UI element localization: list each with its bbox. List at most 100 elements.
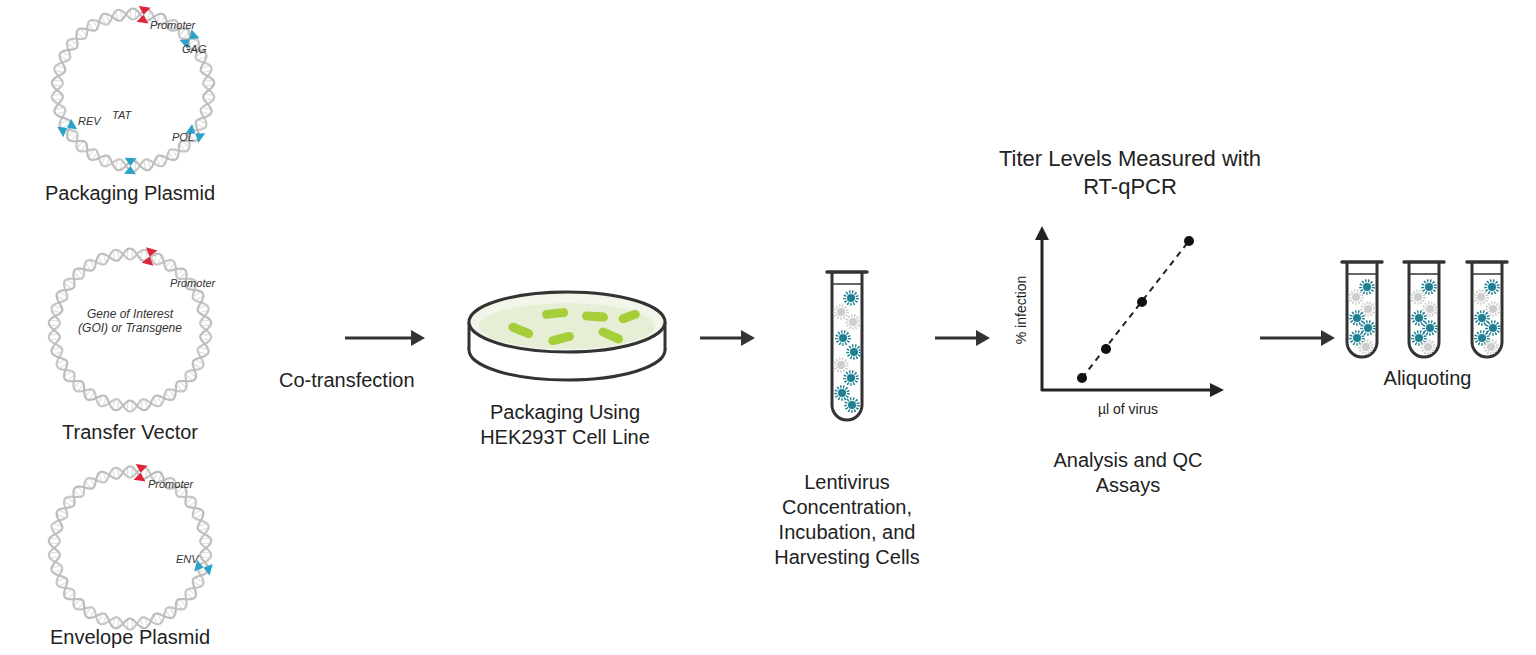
gene-label: ENV [176, 553, 199, 566]
virus-core [1364, 324, 1372, 332]
step-label: Analysis and QC Assays [1053, 448, 1203, 498]
virus-spikes [1424, 322, 1437, 335]
arrow-shaft [935, 337, 978, 340]
gene-marker [57, 119, 77, 137]
tube-rim [1404, 260, 1444, 264]
x-axis [1041, 389, 1212, 392]
virus-core [1426, 324, 1434, 332]
transgene-label: Gene of Interest (GOI) or Transgene [78, 307, 182, 336]
plasmid-helices [49, 6, 214, 630]
virus-particle [836, 387, 849, 400]
liquid-level [1348, 273, 1376, 275]
flow-arrow [345, 330, 425, 346]
virus-particle [835, 359, 848, 372]
step-node: Titer Levels Measured with RT-qPCR% infe… [990, 142, 1260, 492]
virus-core [849, 318, 857, 326]
virus-core [1362, 343, 1370, 351]
axis-arrowhead [1210, 383, 1224, 397]
data-point [1101, 344, 1111, 354]
virus-core [1414, 293, 1422, 301]
virus-spikes [847, 316, 860, 329]
virus-spikes [1361, 281, 1374, 294]
plasmid-name: Envelope Plasmid [30, 625, 230, 650]
step-label: Packaging Using HEK293T Cell Line [470, 400, 660, 450]
cell [547, 331, 574, 346]
virus-spikes [848, 346, 861, 359]
marker-shape [57, 119, 77, 137]
tube-body [1409, 262, 1439, 357]
marker-shape [137, 6, 151, 24]
tube-body [832, 272, 862, 420]
virus-particle [1424, 322, 1437, 335]
axis-arrowhead [1035, 226, 1049, 240]
test-tube [1467, 262, 1507, 357]
virus-particle [1351, 312, 1364, 325]
gene-label: REV [78, 115, 101, 128]
dna-strand [49, 467, 211, 629]
dna-helix [49, 467, 211, 630]
liquid-level [833, 283, 861, 285]
data-point [1184, 236, 1194, 246]
cell [617, 308, 641, 324]
plasmid-name: Packaging Plasmid [30, 181, 230, 206]
virus-core [1353, 334, 1361, 342]
test-tubes [827, 262, 1507, 420]
dish-medium [479, 303, 655, 349]
virus-particle [1422, 341, 1435, 354]
dish-rim [469, 292, 665, 352]
virus-particle [1360, 341, 1373, 354]
test-tube [1342, 262, 1382, 357]
arrow-shaft [1260, 337, 1323, 340]
virus-core [837, 308, 845, 316]
step-node: Lentivirus Concentration, Incubation, an… [755, 262, 935, 582]
virus-particle [845, 372, 858, 385]
virus-spikes [846, 399, 859, 412]
virus-core [1363, 283, 1371, 291]
virus-spikes [845, 292, 858, 305]
step-node: Aliquoting [1335, 255, 1520, 395]
virus-particle [1486, 281, 1499, 294]
dna-strand [49, 249, 211, 411]
arrow-shaft [345, 337, 413, 340]
trend-line [1082, 241, 1189, 378]
cell [582, 311, 609, 322]
test-tube [1404, 262, 1444, 357]
virus-spikes [1485, 341, 1498, 354]
step-label: Lentivirus Concentration, Incubation, an… [760, 470, 934, 570]
axis-label: µl of virus [1098, 401, 1158, 419]
marker-shape [134, 464, 148, 482]
step-label: Aliquoting [1335, 366, 1520, 391]
virus-core [1489, 324, 1497, 332]
y-axis [1041, 238, 1044, 391]
element-label: Promoter [150, 19, 195, 32]
tube-body [1472, 262, 1502, 357]
data-point [1137, 297, 1147, 307]
tube-body [1347, 262, 1377, 357]
virus-core [1489, 305, 1497, 313]
titer-chart [1035, 226, 1224, 397]
virus-spikes [836, 387, 849, 400]
virus-spikes [1486, 281, 1499, 294]
gene-label: GAG [182, 43, 206, 56]
virus-spikes [1476, 312, 1489, 325]
virus-core [839, 334, 847, 342]
dna-helix [52, 9, 214, 172]
virus-core [1424, 343, 1432, 351]
petri-dish [469, 292, 665, 380]
virus-particle [1412, 291, 1425, 304]
virus-core [850, 348, 858, 356]
tube-rim [1342, 260, 1382, 264]
virus-particle [1413, 312, 1426, 325]
virus-core [1415, 314, 1423, 322]
step-node: Packaging Using HEK293T Cell Line [425, 280, 700, 460]
virus-spikes [1351, 312, 1364, 325]
virus-core [1353, 314, 1361, 322]
virus-spikes [1424, 303, 1437, 316]
virus-spikes [1422, 341, 1435, 354]
virus-core [1477, 293, 1485, 301]
virus-core [1478, 314, 1486, 322]
virus-core [847, 294, 855, 302]
cell [507, 321, 534, 339]
